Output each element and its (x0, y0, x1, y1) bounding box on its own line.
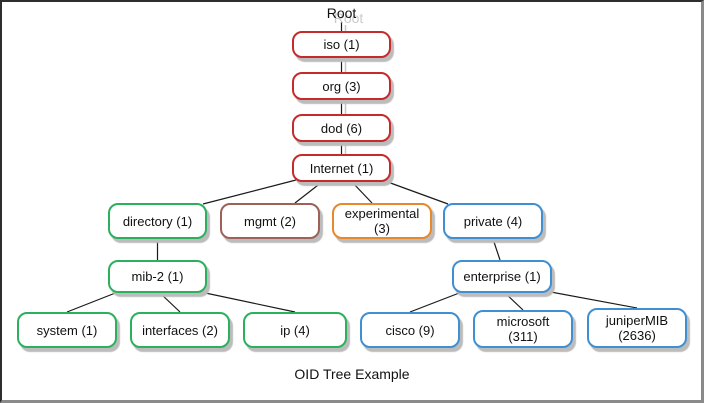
node-label-line1: microsoft (496, 314, 550, 329)
diagram-caption: OID Tree Example (294, 366, 410, 382)
node-junipermib: juniperMIB (2636) (587, 308, 687, 348)
node-internet: Internet (1) (292, 154, 391, 182)
root-label-shadow: Root (333, 10, 364, 26)
node-mib-2: mib-2 (1) (108, 260, 207, 293)
root-label: Root Root (292, 5, 391, 26)
node-enterprise: enterprise (1) (452, 260, 552, 293)
node-iso: iso (1) (292, 31, 391, 58)
node-label: Internet (1) (309, 160, 374, 176)
node-label-line2: (2636) (618, 328, 656, 343)
node-label-line1: juniperMIB (605, 313, 669, 328)
node-mgmt: mgmt (2) (220, 203, 320, 239)
node-label: directory (1) (122, 213, 193, 229)
node-cisco: cisco (9) (360, 312, 460, 348)
connector-lines (66, 22, 638, 313)
node-label: mgmt (2) (244, 213, 296, 229)
node-directory: directory (1) (108, 203, 207, 239)
node-label: enterprise (1) (463, 269, 541, 284)
node-org: org (3) (292, 72, 391, 100)
node-label: private (4) (463, 213, 523, 229)
node-label-line2: (311) (508, 329, 538, 344)
node-label: mib-2 (1) (131, 269, 184, 284)
node-label-line2: (3) (374, 221, 390, 236)
node-system: system (1) (17, 312, 117, 348)
node-experimental: experimental (3) (332, 203, 432, 239)
node-interfaces: interfaces (2) (130, 312, 230, 348)
node-label: ip (4) (280, 322, 310, 338)
node-ip: ip (4) (243, 312, 347, 348)
node-private: private (4) (443, 203, 543, 239)
root-label-text: Root (326, 5, 357, 21)
node-label: iso (1) (323, 37, 360, 52)
node-label: system (1) (36, 322, 98, 338)
node-label: interfaces (2) (142, 322, 218, 338)
node-microsoft: microsoft (311) (473, 310, 573, 348)
node-label: cisco (9) (385, 322, 435, 338)
node-label-line1: experimental (344, 206, 420, 221)
node-label: dod (6) (320, 120, 363, 136)
node-label: org (3) (322, 78, 361, 94)
node-dod: dod (6) (292, 114, 391, 142)
